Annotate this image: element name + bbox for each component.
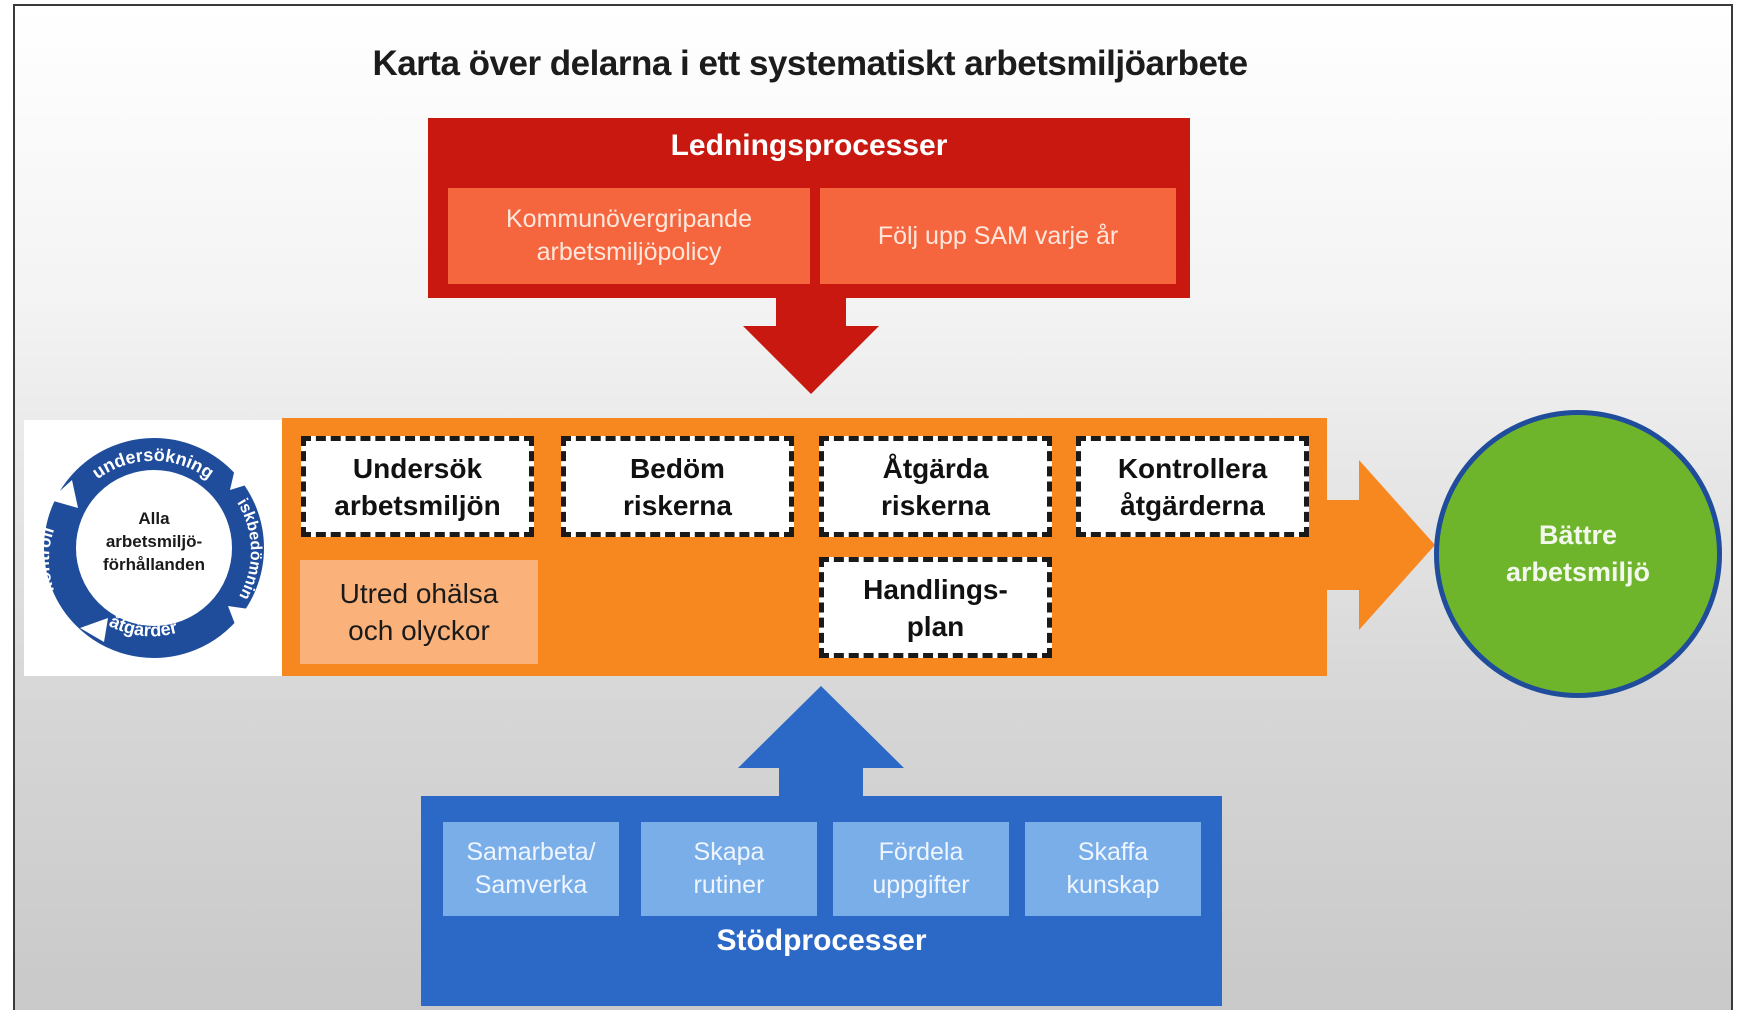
cycle-arrowhead-3 <box>80 618 108 642</box>
handlingsplan-box: Handlings- plan <box>819 557 1052 658</box>
lead-box-policy: Kommunövergripande arbetsmiljöpolicy <box>448 188 810 284</box>
diagram-title: Karta över delarna i ett systematiskt ar… <box>372 44 1248 83</box>
cycle-arrowhead-1 <box>230 464 256 490</box>
cycle-diagram: undersökning riskbedömning åtgärder kont… <box>24 420 264 658</box>
down-arrow-red <box>743 298 879 394</box>
cycle-center-line: förhållanden <box>103 555 205 574</box>
cycle-ring <box>44 438 264 658</box>
cycle-center-line: Alla <box>138 509 170 528</box>
step-undersok: Undersök arbetsmiljön <box>301 436 534 537</box>
ledningsprocesser-panel: Ledningsprocesser Kommunövergripande arb… <box>428 118 1190 298</box>
lead-box-follow-up: Följ upp SAM varje år <box>820 188 1176 284</box>
cycle-center-line: arbetsmiljö- <box>106 532 202 551</box>
right-arrow-orange <box>1327 460 1435 630</box>
step-bedom: Bedöm riskerna <box>561 436 794 537</box>
support-box-rutiner: Skapa rutiner <box>641 822 817 916</box>
up-arrow-blue <box>738 686 904 800</box>
support-box-samarbeta: Samarbeta/ Samverka <box>443 822 619 916</box>
support-box-kunskap: Skaffa kunskap <box>1025 822 1201 916</box>
cycle-arrowhead-2 <box>228 606 256 632</box>
cycle-center-disc <box>94 488 214 608</box>
step-atgarda: Åtgärda riskerna <box>819 436 1052 537</box>
stodprocesser-title: Stödprocesser <box>716 924 927 957</box>
step-kontrollera: Kontrollera åtgärderna <box>1076 436 1309 537</box>
utred-box: Utred ohälsa och olyckor <box>300 560 538 664</box>
ledningsprocesser-title: Ledningsprocesser <box>670 129 948 162</box>
cycle-arrowhead-4 <box>50 480 78 508</box>
result-circle: Bättre arbetsmiljö <box>1434 410 1722 698</box>
cycle-center-label: Alla arbetsmiljö-förhållanden <box>103 509 205 574</box>
stodprocesser-panel: Samarbeta/ Samverka Skapa rutiner Fördel… <box>421 796 1222 1006</box>
support-box-uppgifter: Fördela uppgifter <box>833 822 1009 916</box>
